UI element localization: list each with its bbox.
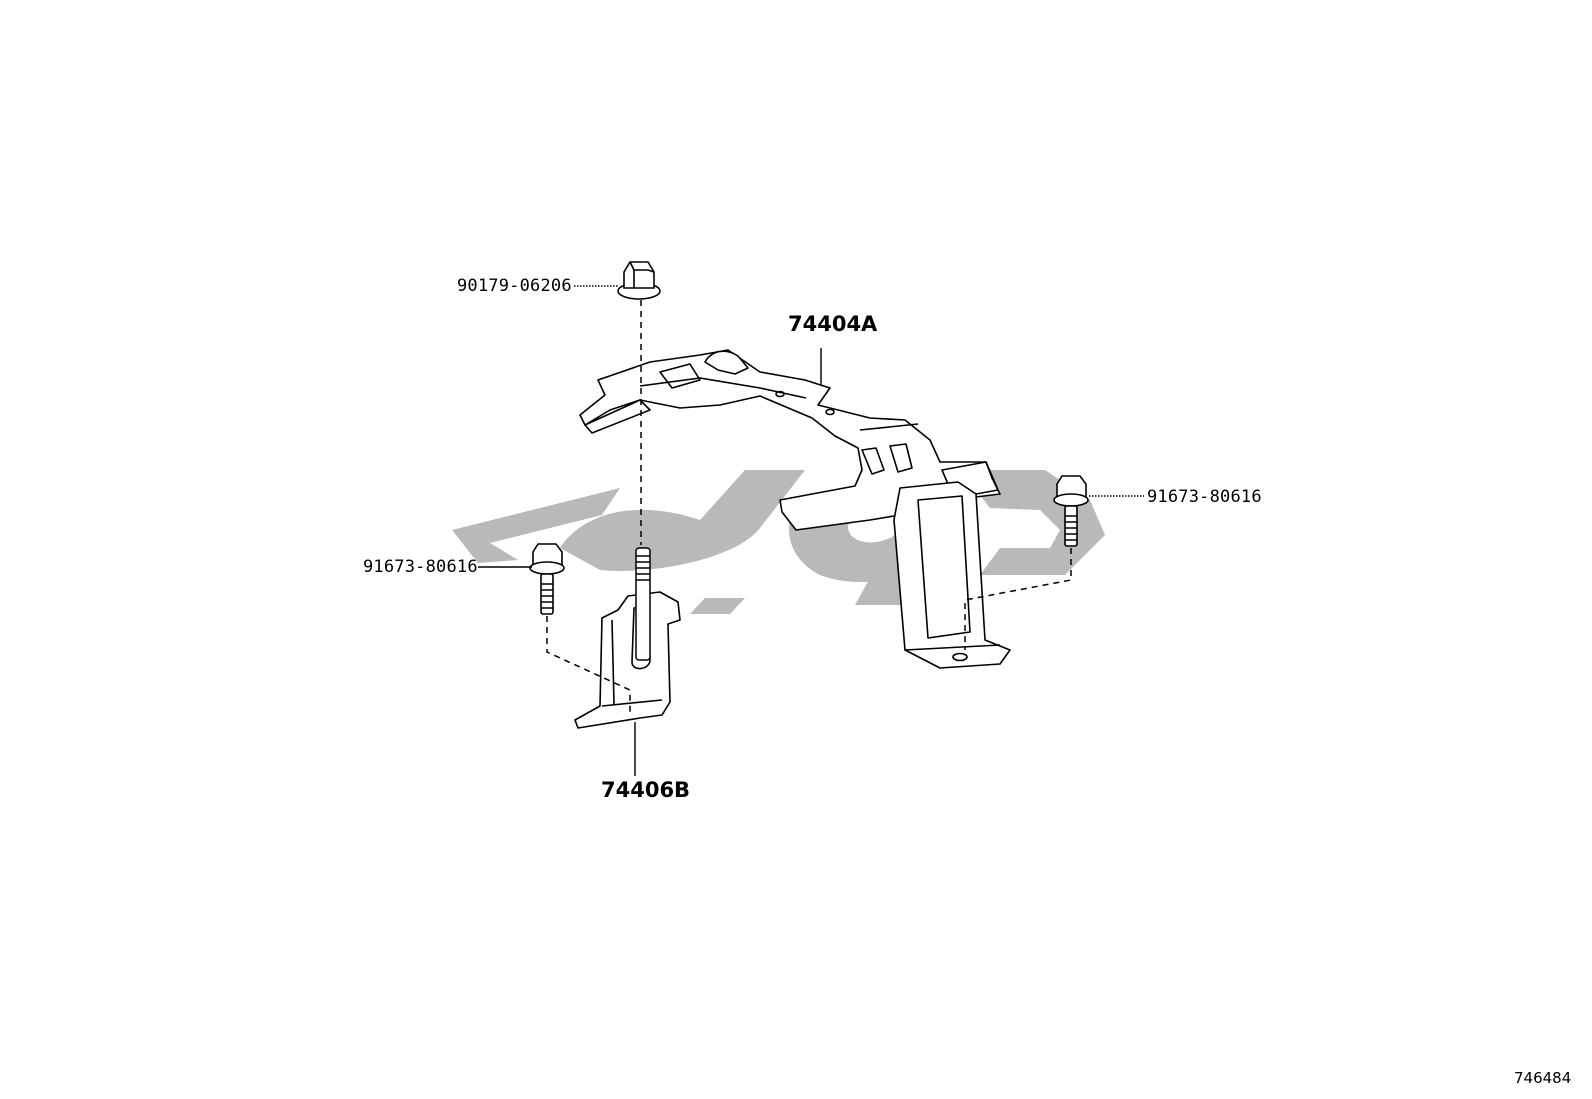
assembly-lines bbox=[546, 300, 1072, 716]
flange-nut-icon bbox=[617, 261, 661, 300]
leader-lines bbox=[478, 285, 1144, 776]
stud-bolt bbox=[635, 547, 651, 661]
illustration-number: 746484 bbox=[1514, 1069, 1572, 1087]
bracket-74404A bbox=[579, 349, 1011, 669]
callout-74404A[interactable]: 74404A bbox=[788, 312, 878, 336]
flange-bolt-right-icon bbox=[1053, 475, 1089, 547]
flange-bolt-left-icon bbox=[529, 543, 565, 615]
callout-91673-80616-right[interactable]: 91673-80616 bbox=[1147, 487, 1262, 507]
callout-91673-80616-left[interactable]: 91673-80616 bbox=[363, 557, 478, 577]
callout-90179-06206[interactable]: 90179-06206 bbox=[457, 276, 572, 296]
callout-74406B[interactable]: 74406B bbox=[601, 778, 691, 802]
bracket-74406B bbox=[574, 591, 681, 729]
